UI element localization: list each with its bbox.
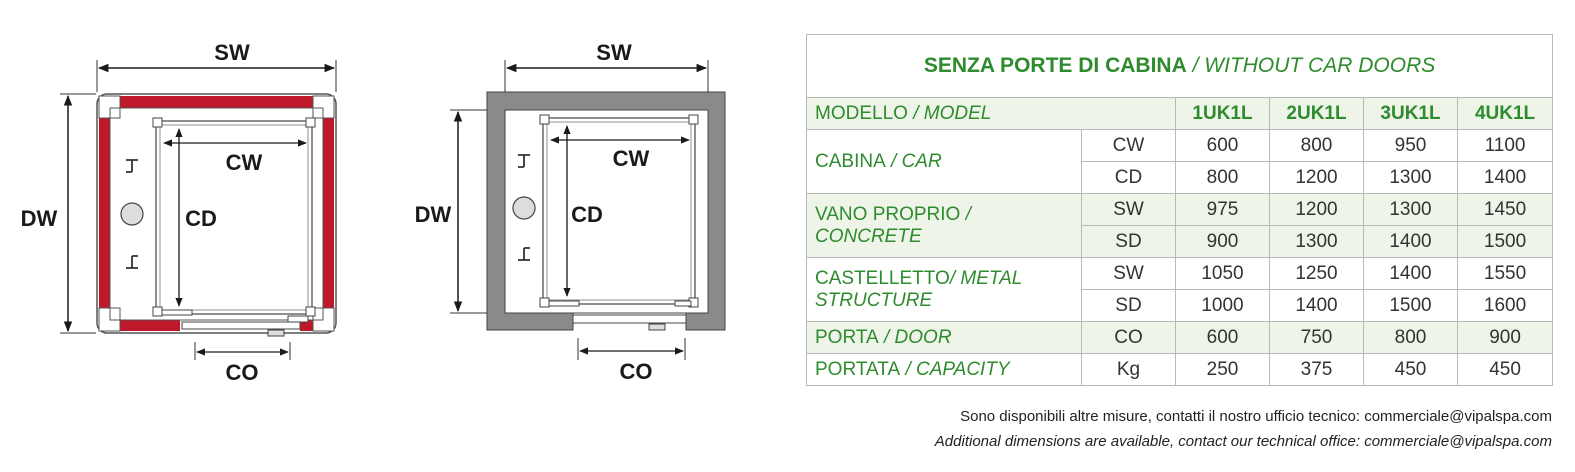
sw-label: SW [214,40,250,65]
top-panel [120,96,313,108]
cell: 1300 [1363,161,1458,194]
table-row: CABINA / CAR CW 600 800 950 1100 [806,129,1554,194]
cell: 900 [1175,225,1270,258]
cell: 1400 [1456,161,1554,194]
cell: 800 [1269,129,1364,162]
sub-label: SW [1081,257,1176,290]
sub-label: SW [1081,193,1176,226]
title-en: WITHOUT CAR DOORS [1204,54,1436,77]
row-label-capacity: PORTATA / CAPACITY [806,353,1082,386]
table-row: PORTA / DOOR CO 600 750 800 900 [806,321,1554,354]
cell: 1200 [1269,193,1364,226]
sub-label: SD [1081,225,1176,258]
cell: 250 [1175,353,1270,386]
cell: 800 [1175,161,1270,194]
cell: 600 [1175,321,1270,354]
cell: 1300 [1269,225,1364,258]
cell: 1100 [1456,129,1554,162]
landing-door [572,314,687,324]
cell: 1050 [1175,257,1270,290]
title-it: SENZA PORTE DI CABINA [923,54,1187,77]
table-row: SD 1000 1400 1500 1600 [807,289,1554,322]
co-label: CO [620,359,653,384]
cell: 1450 [1456,193,1554,226]
rail-bottom-icon [518,247,530,261]
model-col-4: 4UK1L [1456,97,1554,130]
counterweight-icon [120,202,144,226]
model-col-3: 3UK1L [1363,97,1458,130]
cell: 600 [1175,129,1270,162]
sub-label: CO [1081,321,1176,354]
cd-label: CD [185,206,217,231]
note-italian: Sono disponibili altre misure, contatti … [960,408,1552,425]
cell: 900 [1456,321,1554,354]
row-label-car: CABINA / CAR [806,129,1082,194]
cell: 1500 [1456,225,1554,258]
cw-label: CW [226,150,263,175]
concrete-shaft-diagram: SW DW CW CD CO [415,40,726,384]
sub-label: CD [1081,161,1176,194]
cell: 1250 [1269,257,1364,290]
counterweight-icon [512,196,536,220]
title-sep: / [1186,54,1205,77]
rail-top-icon [126,159,138,173]
table-row: VANO PROPRIO / CONCRETE SW 975 1200 1300… [806,193,1554,258]
rail-top-icon [518,154,530,168]
table-title: SENZA PORTE DI CABINA / WITHOUT CAR DOOR… [805,34,1554,98]
cell: 1500 [1363,289,1458,322]
metal-structure-diagram: SW DW CW CD CO [21,40,337,385]
cell: 950 [1363,129,1458,162]
model-col-2: 2UK1L [1269,97,1364,130]
rail-bottom-icon [126,255,138,269]
model-col-1: 1UK1L [1175,97,1270,130]
row-label-metal-structure: CASTELLETTO/ METAL STRUCTURE [806,257,1082,322]
sub-label: Kg [1081,353,1176,386]
cd-label: CD [571,202,603,227]
cell: 1400 [1269,289,1364,322]
sub-label: SD [1081,289,1176,322]
model-header: MODELLO / MODEL [806,97,1176,130]
cell: 375 [1269,353,1364,386]
table-row: CD 800 1200 1300 1400 [807,161,1554,194]
table-row: PORTATA / CAPACITY Kg 250 375 450 450 [806,353,1554,386]
cell: 1600 [1456,289,1554,322]
cell: 800 [1363,321,1458,354]
cell: 1400 [1363,225,1458,258]
sub-label: CW [1081,129,1176,162]
bottom-right-panel [300,320,313,331]
dw-label: DW [415,202,452,227]
cell: 1550 [1456,257,1554,290]
co-label: CO [226,360,259,385]
row-label-concrete: VANO PROPRIO / CONCRETE [806,193,1082,258]
sw-label: SW [596,40,632,65]
landing-door [181,321,301,330]
cell: 750 [1269,321,1364,354]
table-row: CASTELLETTO/ METAL STRUCTURE SW 1050 125… [806,257,1554,322]
row-label-door: PORTA / DOOR [806,321,1082,354]
dimensions-table: SENZA PORTE DI CABINA / WITHOUT CAR DOOR… [805,34,1554,386]
cw-label: CW [613,146,650,171]
cell: 1400 [1363,257,1458,290]
cell: 1300 [1363,193,1458,226]
note-english: Additional dimensions are available, con… [934,433,1552,450]
left-panel [99,118,110,308]
cell: 450 [1363,353,1458,386]
cell: 1000 [1175,289,1270,322]
cell: 975 [1175,193,1270,226]
right-panel [323,118,334,308]
cell: 1200 [1269,161,1364,194]
dw-label: DW [21,206,58,231]
header-row: MODELLO / MODEL 1UK1L 2UK1L 3UK1L 4UK1L [806,97,1554,130]
cell: 450 [1456,353,1554,386]
bottom-left-panel [120,320,180,331]
